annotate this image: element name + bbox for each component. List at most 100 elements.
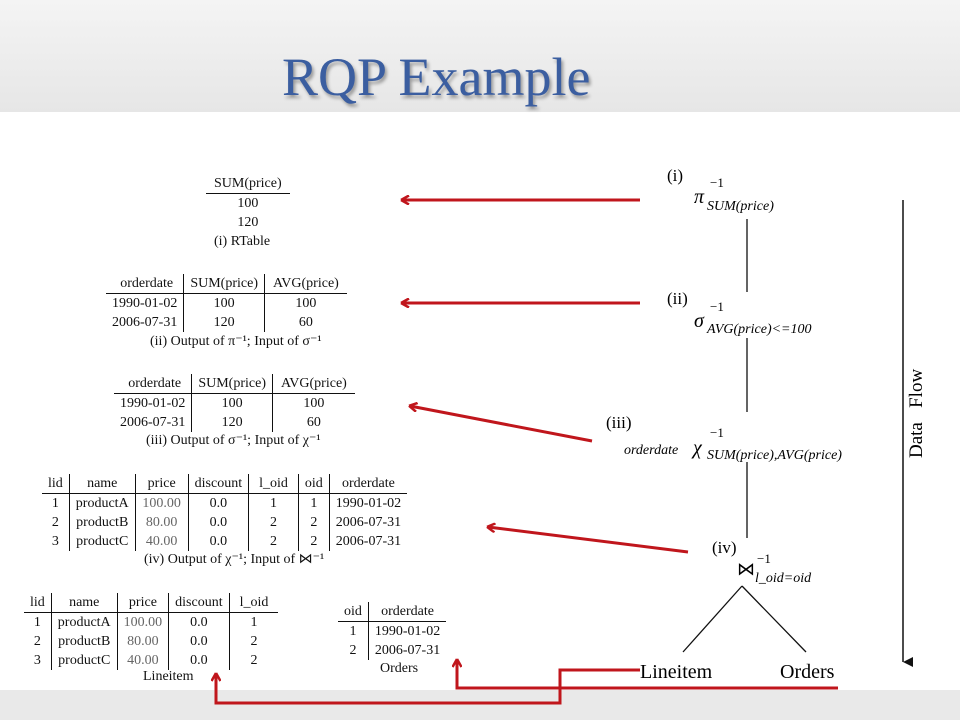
table-cell: 1: [248, 493, 299, 513]
inverse-projection-symbol: π: [694, 186, 705, 208]
table-cell: 100: [303, 396, 325, 411]
table-cell: 2006-07-31: [114, 413, 193, 432]
arrow-to-lineitem: [216, 668, 640, 705]
column-header: orderdate: [368, 602, 447, 622]
operator-subscript: AVG(price)<=100: [706, 322, 812, 337]
output-chi-table: lid name price discount l_oid oid orderd…: [42, 474, 408, 551]
column-header: AVG(price): [264, 274, 347, 294]
column-header: SUM(price): [191, 374, 273, 394]
table-cell: productB: [69, 513, 136, 532]
table-cell: 80.00: [117, 632, 170, 651]
table-cell: 2006-07-31: [374, 643, 441, 658]
column-header: name: [51, 593, 118, 613]
table-cell: 2: [250, 634, 258, 649]
operator-superscript: −1: [757, 551, 771, 566]
output-sigma-caption: (iii) Output of σ⁻¹; Input of χ⁻¹: [146, 433, 321, 448]
operator-superscript: −1: [710, 425, 724, 440]
operator-superscript: −1: [710, 299, 724, 314]
operator-label-i: (i): [667, 166, 683, 185]
column-header: SUM(price): [206, 174, 290, 194]
tree-edge: [741, 585, 807, 653]
table-cell: 100: [237, 196, 259, 211]
table-cell: 100.00: [135, 493, 189, 513]
table-cell: 1: [298, 493, 330, 513]
slide-title: RQP Example: [282, 47, 591, 107]
slide-header-background: [0, 0, 960, 130]
column-header: oid: [338, 602, 369, 622]
column-header: orderdate: [329, 474, 408, 494]
table-cell: productA: [69, 493, 136, 513]
operator-subscript: SUM(price),AVG(price): [707, 448, 842, 463]
table-cell: 100: [183, 293, 265, 313]
inverse-join-symbol: ⋈: [737, 559, 755, 579]
table-cell: 2: [24, 632, 52, 651]
orders-table: oid orderdate 1 1990-01-02 2 2006-07-31: [338, 602, 447, 660]
output-pi-table: orderdate SUM(price) AVG(price) 1990-01-…: [106, 274, 347, 332]
column-header: discount: [168, 593, 230, 613]
table-cell: productB: [51, 632, 118, 651]
table-cell: 2: [42, 513, 70, 532]
column-header: oid: [298, 474, 330, 494]
table-cell: 120: [191, 413, 273, 432]
output-sigma-table: orderdate SUM(price) AVG(price) 1990-01-…: [114, 374, 355, 432]
table-cell: 80.00: [135, 513, 189, 532]
output-pi-caption: (ii) Output of π⁻¹; Input of σ⁻¹: [150, 334, 322, 349]
column-header: SUM(price): [183, 274, 265, 294]
table-cell: 2: [250, 653, 258, 668]
column-header: orderdate: [114, 374, 193, 394]
operator-prefix: orderdate: [624, 443, 678, 458]
orders-caption: Orders: [380, 661, 419, 676]
table-cell: 60: [306, 415, 321, 430]
table-cell: 1990-01-02: [114, 393, 193, 413]
table-cell: 2: [248, 513, 299, 532]
table-cell: 2: [338, 641, 369, 660]
arrow-to-output-chi: [488, 527, 689, 554]
column-header: l_oid: [229, 593, 279, 613]
operator-label-iv: (iv): [712, 538, 737, 557]
operator-subscript: SUM(price): [707, 199, 774, 214]
column-header: lid: [42, 474, 70, 494]
leaf-lineitem: Lineitem: [640, 661, 713, 683]
table-cell: 2006-07-31: [335, 515, 402, 530]
output-chi-caption: (iv) Output of χ⁻¹; Input of ⋈⁻¹: [144, 552, 325, 567]
table-cell: 1: [338, 621, 369, 641]
table-cell: 120: [237, 215, 259, 230]
operator-superscript: −1: [710, 175, 724, 190]
table-cell: 40.00: [135, 532, 189, 551]
table-cell: 1: [250, 615, 258, 630]
table-cell: 0.0: [168, 651, 230, 670]
table-cell: 100: [295, 296, 317, 311]
table-cell: 1: [24, 612, 52, 632]
column-header: price: [117, 593, 170, 613]
table-cell: productC: [51, 651, 118, 670]
column-header: l_oid: [248, 474, 299, 494]
operator-label-iii: (iii): [606, 413, 632, 432]
arrow-to-orders: [457, 660, 838, 690]
table-cell: 100.00: [117, 612, 170, 632]
data-flow-label: Data Flow: [906, 369, 927, 458]
operator-label-ii: (ii): [667, 289, 688, 308]
table-cell: 40.00: [117, 651, 170, 670]
column-header: discount: [188, 474, 250, 494]
table-cell: 2: [298, 532, 330, 551]
arrow-to-output-sigma: [410, 406, 593, 443]
tree-edge: [682, 585, 743, 653]
column-header: name: [69, 474, 136, 494]
lineitem-caption: Lineitem: [143, 669, 194, 684]
column-header: AVG(price): [272, 374, 355, 394]
table-cell: 60: [298, 315, 313, 330]
table-cell: 0.0: [168, 632, 230, 651]
table-cell: 0.0: [168, 612, 230, 632]
table-cell: 1990-01-02: [106, 293, 185, 313]
column-header: lid: [24, 593, 52, 613]
table-cell: productC: [69, 532, 136, 551]
lineitem-table: lid name price discount l_oid 1 productA…: [24, 593, 279, 670]
leaf-orders: Orders: [780, 661, 835, 683]
rtable-caption: (i) RTable: [214, 234, 271, 249]
table-cell: 2: [248, 532, 299, 551]
table-cell: 3: [24, 651, 52, 670]
table-cell: 100: [191, 393, 273, 413]
table-cell: 1990-01-02: [335, 496, 402, 511]
table-cell: 2006-07-31: [106, 313, 185, 332]
